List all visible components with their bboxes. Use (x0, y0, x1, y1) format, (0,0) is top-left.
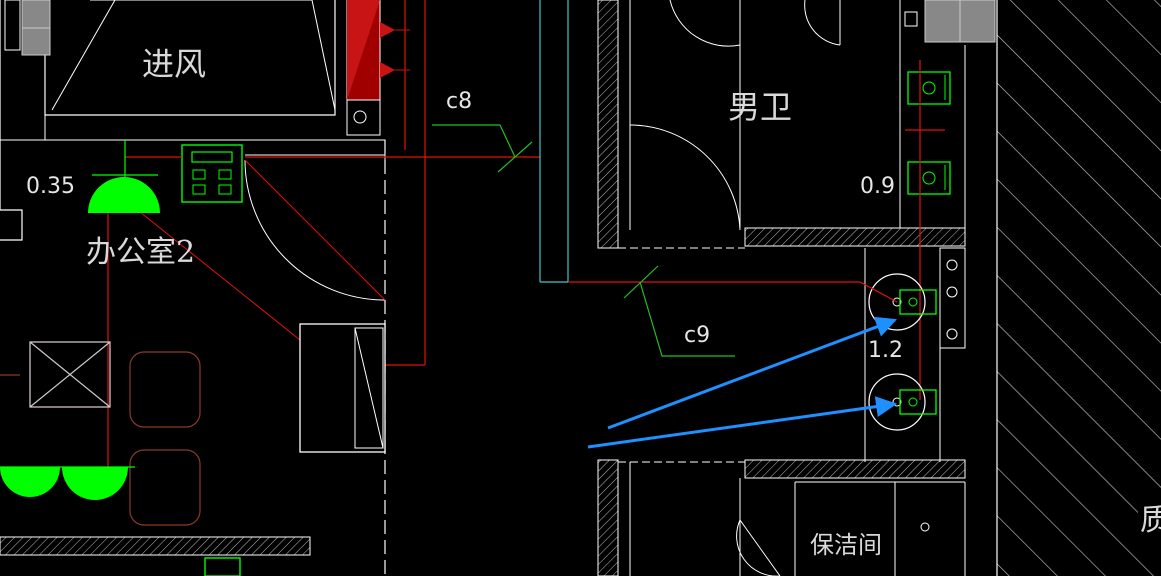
intake-label: 进风 (142, 45, 206, 83)
fire-damper (346, 0, 410, 136)
edge-fragment-label: 质 (1140, 503, 1161, 538)
mens-elevation: 0.9 (860, 174, 895, 199)
office-elevation: 0.35 (26, 174, 75, 199)
mens-restroom-label: 男卫 (728, 88, 792, 126)
c8-leader (432, 124, 533, 173)
air-conditioner-unit (299, 323, 386, 453)
pointer-arrow-1 (607, 316, 897, 430)
sink-area (864, 247, 966, 462)
cyan-duct (539, 0, 569, 283)
ceiling-lamp-2 (0, 466, 135, 500)
ceiling-lamp-1 (88, 140, 160, 213)
toilet-1 (907, 71, 951, 105)
controller-panel (181, 144, 243, 203)
office-walls (244, 140, 386, 576)
janitor-room-walls (597, 459, 966, 576)
janitor-room-label: 保洁间 (810, 531, 882, 559)
sink-elevation: 1.2 (868, 338, 903, 363)
toilet-2 (907, 161, 951, 195)
intake-room (0, 0, 386, 241)
office-label: 办公室2 (86, 235, 195, 270)
edge-label-mask (1138, 495, 1161, 540)
bottom-green-panel (204, 557, 241, 576)
c8-annotation: c8 (446, 89, 472, 114)
mens-restroom-walls (597, 0, 996, 249)
pointer-arrow-2 (587, 396, 898, 449)
office-furniture (0, 341, 201, 526)
c9-leader (623, 265, 735, 357)
pipe-c9 (568, 281, 898, 303)
exterior-wall-hatch (997, 0, 1161, 576)
office-pipe-red-3 (124, 199, 301, 341)
bottom-wall-left (0, 536, 311, 556)
c9-annotation: c9 (684, 323, 710, 348)
